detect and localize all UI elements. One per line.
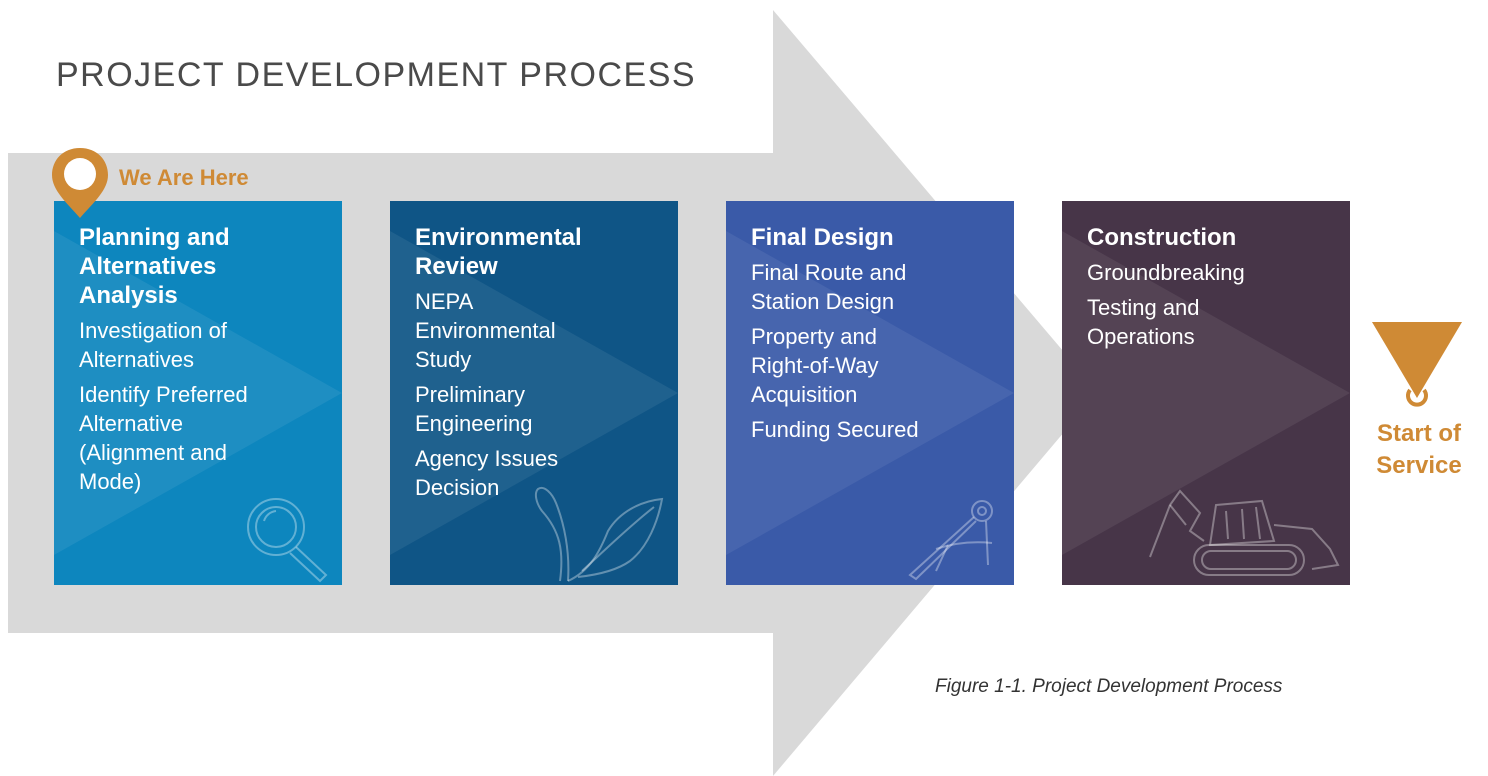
page-title: PROJECT DEVELOPMENT PROCESS	[56, 56, 697, 94]
chevron-decoration	[1062, 231, 1350, 555]
stage-environmental-review: Environmental Review NEPA Environmental …	[390, 201, 678, 585]
stage-final-design: Final Design Final Route and Station Des…	[726, 201, 1014, 585]
stage-item: Investigation of Alternatives	[79, 318, 227, 372]
stage-item: Funding Secured	[751, 417, 919, 442]
stage-heading: Construction	[1087, 224, 1237, 251]
stage-item: Testing and Operations	[1087, 295, 1200, 349]
stage-planning: Planning and Alternatives Analysis Inves…	[54, 201, 342, 585]
start-of-service-label: Start of Service	[1376, 420, 1462, 479]
stage-heading: Planning and Alternatives Analysis	[79, 224, 230, 309]
magnifying-glass-icon	[247, 498, 328, 583]
stage-heading: Final Design	[751, 224, 894, 251]
end-marker-icon	[1372, 322, 1462, 407]
drafting-compass-icon	[908, 500, 993, 581]
stage-construction: Construction Groundbreaking Testing and …	[1062, 201, 1350, 585]
stage-item: Groundbreaking	[1087, 260, 1245, 285]
stage-item: Identify Preferred Alternative (Alignmen…	[79, 382, 248, 494]
map-pin-icon	[52, 148, 108, 218]
stage-item: Final Route and Station Design	[751, 260, 907, 314]
stage-item: Agency Issues Decision	[415, 446, 559, 500]
stage-item: Property and Right-of-Way Acquisition	[751, 324, 879, 407]
chevron-decoration	[390, 231, 678, 555]
we-are-here-label: We Are Here	[119, 165, 249, 190]
stage-item: Preliminary Engineering	[415, 382, 533, 436]
figure-caption: Figure 1-1. Project Development Process	[935, 676, 1283, 697]
excavator-icon	[1149, 489, 1340, 576]
chevron-decoration	[726, 231, 1014, 555]
stage-item: NEPA Environmental Study	[415, 289, 556, 372]
leaf-icon	[534, 487, 664, 582]
chevron-decoration	[54, 231, 342, 555]
stage-heading: Environmental Review	[415, 224, 582, 280]
